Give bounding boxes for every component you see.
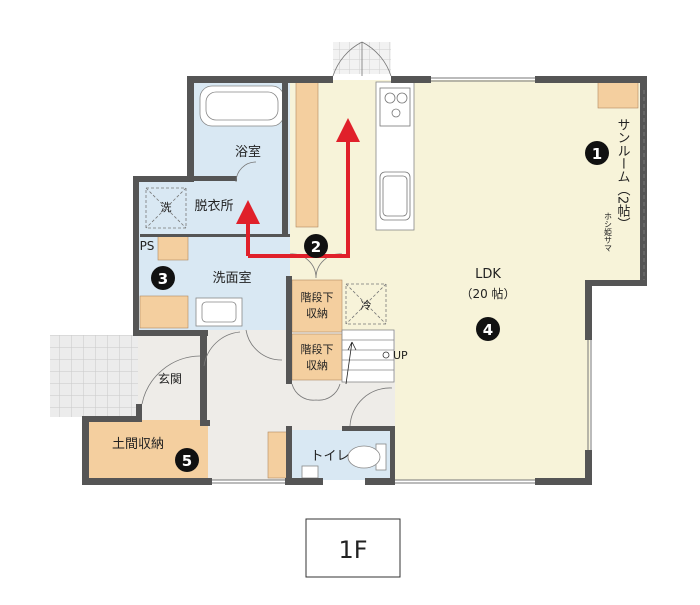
- label-entrance: 玄関: [158, 371, 182, 386]
- label-fridge: 冷: [361, 299, 372, 312]
- label-drying-pole: ホシ姫サマ: [604, 212, 613, 252]
- label-washroom: 洗面室: [212, 270, 251, 286]
- marker-3: 3: [151, 266, 175, 290]
- label-ps: PS: [140, 239, 155, 253]
- label-ldk-size: （20 帖）: [460, 286, 515, 301]
- label-stair-storage-2b: 収納: [306, 359, 328, 372]
- washroom-cabinet-2: [139, 295, 189, 329]
- stair-storage-1: [291, 279, 343, 333]
- svg-text:2: 2: [311, 238, 321, 256]
- door-swing-icon: [141, 41, 393, 427]
- label-washer: 洗: [161, 201, 172, 214]
- svg-text:5: 5: [182, 452, 192, 470]
- sink-icon: [195, 297, 243, 327]
- stair-storage-2: [291, 333, 343, 381]
- sunroom-floor: [590, 80, 642, 280]
- fridge-box: [345, 283, 387, 325]
- entrance-floor: [138, 335, 208, 420]
- label-earth-storage: 土間収納: [112, 437, 164, 452]
- floor-label-box: 1F: [305, 518, 401, 578]
- staircase: [341, 329, 395, 385]
- washroom-cabinet: [157, 235, 189, 261]
- kitchen-sink-icon: [379, 171, 411, 221]
- svg-text:4: 4: [483, 321, 493, 339]
- marker-2: 2: [304, 234, 328, 258]
- label-stair-storage-2a: 階段下: [301, 342, 334, 356]
- label-stair-storage-1b: 収納: [306, 307, 328, 320]
- svg-text:1: 1: [592, 145, 602, 163]
- circulation-arrows: [236, 118, 360, 258]
- toilet-icon: [301, 443, 387, 479]
- dressing-floor: [138, 182, 290, 234]
- marker-5: 5: [175, 448, 199, 472]
- stove-icon: [379, 87, 411, 127]
- label-toilet: トイレ: [310, 449, 349, 464]
- label-stair-storage-1a: 階段下: [301, 290, 334, 304]
- label-sunroom: サンルーム（2帖）: [615, 118, 631, 230]
- svg-text:3: 3: [158, 270, 168, 288]
- sunroom-shelf: [597, 81, 639, 109]
- label-up: UP: [393, 349, 408, 362]
- label-bathroom: 浴室: [235, 144, 261, 160]
- label-ldk: LDK: [475, 267, 501, 282]
- shoe-cabinet: [267, 431, 289, 479]
- label-dressing: 脱衣所: [194, 198, 233, 214]
- marker-1: 1: [585, 141, 609, 165]
- porch-tiles: [50, 335, 138, 417]
- kitchen-counter: [375, 81, 415, 231]
- bathtub-icon: [199, 85, 285, 127]
- bath-storage-shelf: [295, 81, 319, 228]
- marker-4: 4: [476, 317, 500, 341]
- floor-label: 1F: [338, 536, 367, 564]
- washer-box: [145, 187, 187, 229]
- windows: [212, 77, 645, 484]
